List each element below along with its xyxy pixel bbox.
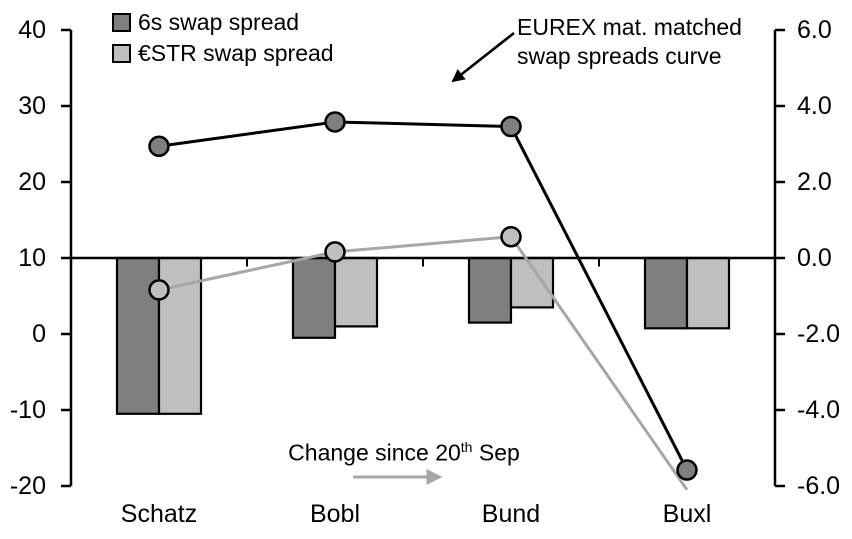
right-axis-tick-label: 6.0 xyxy=(797,16,832,44)
change-annotation-sup: th xyxy=(460,439,473,455)
right-axis-tick-label: -2.0 xyxy=(797,320,841,348)
category-label-bund: Bund xyxy=(481,500,541,528)
legend-label-6s: 6s swap spread xyxy=(138,9,300,35)
right-axis-tick-label: 0.0 xyxy=(797,244,832,272)
left-axis-tick-label: -10 xyxy=(9,396,46,424)
category-label-schatz: Schatz xyxy=(120,500,198,528)
right-axis-tick-label: 2.0 xyxy=(797,168,832,196)
right-axis-tick-label: -6.0 xyxy=(797,472,841,500)
line-estr-swap-spread-marker-bund xyxy=(500,225,522,248)
bar-6s-buxl xyxy=(643,256,689,330)
line-6s-swap-spread xyxy=(158,120,689,471)
line-estr-swap-spread-marker-bobl xyxy=(324,241,346,263)
left-axis-tick-label: 10 xyxy=(18,244,46,272)
legend: 6s swap spread €STR swap spread xyxy=(112,7,334,69)
left-axis-tick-label: 30 xyxy=(18,92,46,120)
line-6s-swap-spread-marker-schatz xyxy=(148,135,170,158)
legend-swatch-1 xyxy=(112,44,131,63)
change-annotation-text: Change since 20 xyxy=(288,439,461,466)
line-6s-swap-spread-marker-buxl xyxy=(676,459,698,481)
change-annotation-suffix: Sep xyxy=(472,439,520,466)
bar-estr-bobl xyxy=(333,256,379,328)
left-axis-tick-label: 40 xyxy=(18,16,46,44)
category-label-buxl: Buxl xyxy=(662,500,712,528)
legend-swatch-0 xyxy=(112,13,131,32)
bar-6s-bobl xyxy=(291,256,337,339)
category-label-bobl: Bobl xyxy=(309,500,361,528)
bar-6s-bund xyxy=(467,256,513,324)
curve-annotation: EUREX mat. matched swap spreads curve xyxy=(517,13,742,71)
line-6s-swap-spread-marker-bobl xyxy=(324,111,346,133)
curve-annotation-line2: swap spreads curve xyxy=(517,43,722,69)
line-estr-swap-spread-marker-schatz xyxy=(148,279,170,301)
left-axis-tick-label: 0 xyxy=(32,320,46,348)
right-axis-tick-label: -4.0 xyxy=(797,396,841,424)
left-axis-tick-label: -20 xyxy=(9,472,46,500)
bar-estr-buxl xyxy=(685,256,731,330)
legend-item-estr: €STR swap spread xyxy=(112,38,334,69)
legend-label-estr: €STR swap spread xyxy=(138,40,334,66)
curve-annotation-arrow-icon xyxy=(451,31,515,83)
left-axis-tick-label: 20 xyxy=(18,168,46,196)
right-axis-tick-label: 4.0 xyxy=(797,92,832,120)
legend-item-6s: 6s swap spread xyxy=(112,7,334,38)
line-estr-swap-spread xyxy=(158,235,689,491)
curve-annotation-line1: EUREX mat. matched xyxy=(517,14,742,40)
change-annotation: Change since 20th Sep xyxy=(270,433,538,467)
line-6s-swap-spread-marker-bund xyxy=(500,115,522,138)
